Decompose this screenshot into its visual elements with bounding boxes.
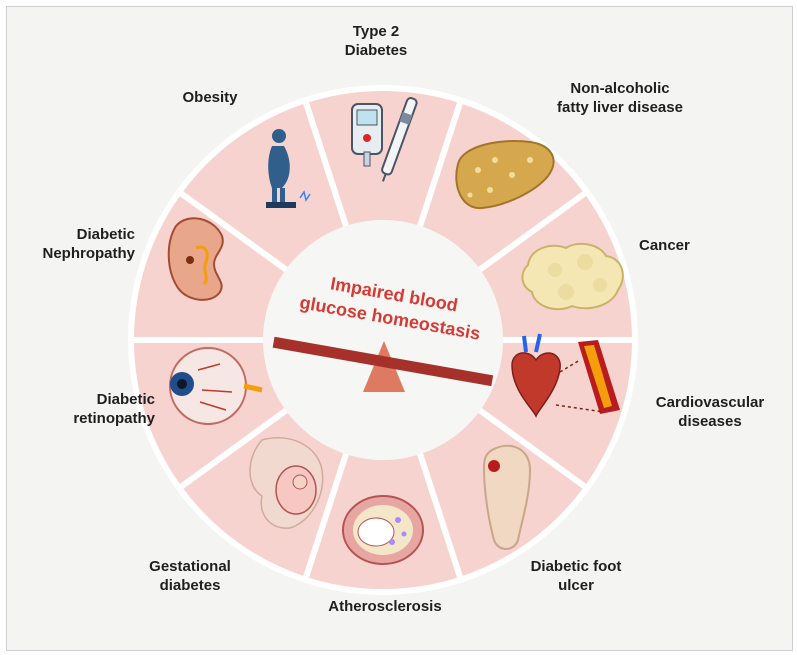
ring-segment-type2 (301, 85, 465, 350)
label-nafld: Non-alcoholic fatty liver disease (557, 80, 683, 116)
label-gestational: Gestational diabetes (149, 558, 231, 594)
foot-ulcer-icon (482, 444, 532, 550)
artery-cross-section-icon (342, 495, 424, 565)
obese-person-scale-icon (266, 129, 311, 208)
label-nephropathy: Diabetic Nephropathy (42, 226, 135, 262)
label-type2-diabetes: Type 2 Diabetes (344, 23, 408, 59)
label-retinopathy: Diabetic retinopathy (73, 391, 155, 427)
pregnancy-icon (249, 436, 324, 529)
kidney-icon (167, 217, 224, 301)
eye-icon (169, 347, 263, 425)
seesaw-bar (272, 336, 494, 387)
glucometer-insulin-pen-icon (351, 97, 418, 182)
label-cancer: Cancer (639, 237, 690, 254)
heart-artery-icon (511, 333, 620, 418)
label-foot-ulcer: Diabetic foot ulcer (530, 558, 622, 594)
seesaw-icon (272, 336, 494, 392)
label-obesity: Obesity (182, 89, 238, 106)
center-disc (263, 220, 503, 460)
label-cardiovascular: Cardiovascular diseases (655, 394, 765, 430)
fatty-liver-icon (455, 140, 555, 210)
label-atherosclerosis: Atherosclerosis (328, 598, 442, 615)
tumor-icon (521, 242, 624, 311)
